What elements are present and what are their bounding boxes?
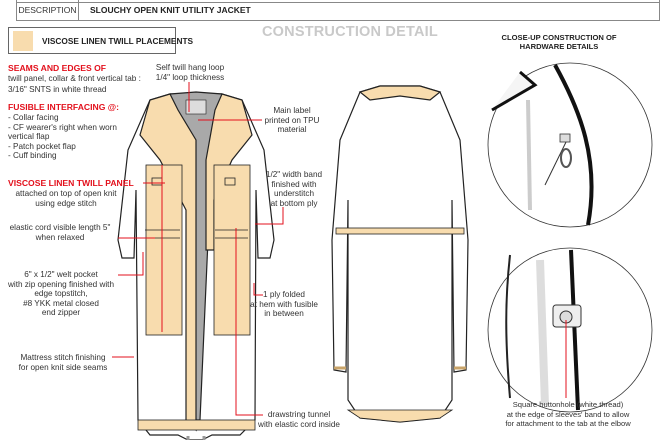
welt-line: with zip opening finished with <box>7 279 115 289</box>
ply-line: in between <box>264 309 304 318</box>
description-label: DESCRIPTION <box>17 0 79 20</box>
fusible-list: - Collar facing - CF wearer's right when… <box>8 113 117 161</box>
front-jacket-sketch <box>117 91 275 440</box>
panel-note: attached on top of open knit using edge … <box>4 189 128 208</box>
band-line: understitch <box>273 189 315 198</box>
closeup-title-line: HARDWARE DETAILS <box>519 42 599 51</box>
buttonhole-caption: Square buttonhole (white thread) at the … <box>496 400 640 429</box>
welt-line: #8 YKK metal closed <box>23 298 99 308</box>
band-line: finished with <box>271 179 317 189</box>
closeup-title: CLOSE-UP CONSTRUCTION OF HARDWARE DETAIL… <box>486 33 632 51</box>
legend-swatch <box>13 31 33 51</box>
mattress-line: Mattress stitch finishing <box>20 353 106 362</box>
panel-line: using edge stitch <box>35 198 97 208</box>
hang-loop-line: 1/4" loop thickness <box>155 72 225 82</box>
ply-line: 1 ply folded <box>263 290 305 299</box>
drawstring-line: drawstring tunnel <box>267 410 331 419</box>
fusible-item: - Patch pocket flap <box>8 141 76 151</box>
welt-line: edge topstitch, <box>34 289 88 298</box>
back-jacket-sketch <box>331 85 469 423</box>
welt-line: end zipper <box>41 308 81 317</box>
fusible-item: - Cuff binding <box>8 151 57 160</box>
hang-loop-line: Self twill hang loop <box>155 63 225 72</box>
main-label-line: printed on TPU <box>264 115 320 125</box>
caption-line: at the edge of sleeves' band to allow <box>506 409 630 419</box>
hang-loop-note: Self twill hang loop 1/4" loop thickness <box>150 63 230 82</box>
closeup-buttonhole <box>487 247 653 413</box>
main-label-line: material <box>277 125 307 134</box>
fusible-item: - Collar facing <box>8 113 59 122</box>
fusible-heading: FUSIBLE INTERFACING @: <box>8 102 120 112</box>
seams-line-1: twill panel, collar & front vertical tab… <box>8 74 141 83</box>
mattress-line: for open knit side seams <box>18 362 108 372</box>
welt-pocket-note: 6" x 1/2" welt pocket with zip opening f… <box>2 270 120 318</box>
caption-line: for attachment to the tab at the elbow <box>505 419 631 428</box>
panel-line: attached on top of open knit <box>15 189 117 198</box>
ply-line: at hem with fusible <box>250 299 318 309</box>
band-line: at bottom ply <box>270 198 318 208</box>
elastic-line: when relaxed <box>35 232 85 242</box>
seams-heading: SEAMS AND EDGES OF <box>8 63 107 73</box>
main-label-line: Main label <box>273 106 311 115</box>
main-label-note: Main label printed on TPU material <box>260 106 324 135</box>
drawstring-line: with elastic cord inside <box>258 419 340 429</box>
closeup-hang-loop <box>487 62 653 228</box>
description-value: SLOUCHY OPEN KNIT UTILITY JACKET <box>90 5 251 15</box>
elastic-line: elastic cord visible length 5" <box>9 223 111 232</box>
panel-heading: VISCOSE LINEN TWILL PANEL <box>8 178 134 188</box>
caption-line: Square buttonhole (white thread) <box>512 400 624 409</box>
closeup-title-line: CLOSE-UP CONSTRUCTION OF <box>501 33 617 42</box>
fusible-item: - CF wearer's right when worn <box>8 122 117 132</box>
ply-note: 1 ply folded at hem with fusible in betw… <box>246 290 322 319</box>
elastic-note: elastic cord visible length 5" when rela… <box>2 223 118 242</box>
seams-line-2: 3/16" SNTS in white thread <box>8 85 107 94</box>
callout-leaders <box>112 82 567 416</box>
header-top-row <box>16 0 660 3</box>
drawstring-note: drawstring tunnel with elastic cord insi… <box>252 410 346 429</box>
fusible-item: vertical flap <box>8 132 50 141</box>
page-title: CONSTRUCTION DETAIL <box>262 24 438 40</box>
legend: VISCOSE LINEN TWILL PLACEMENTS <box>8 27 193 54</box>
mattress-note: Mattress stitch finishing for open knit … <box>14 353 112 372</box>
legend-label: VISCOSE LINEN TWILL PLACEMENTS <box>42 36 194 46</box>
band-line: 1/2" width band <box>265 170 323 179</box>
welt-line: 6" x 1/2" welt pocket <box>24 270 98 279</box>
band-note: 1/2" width band finished with understitc… <box>262 170 326 208</box>
